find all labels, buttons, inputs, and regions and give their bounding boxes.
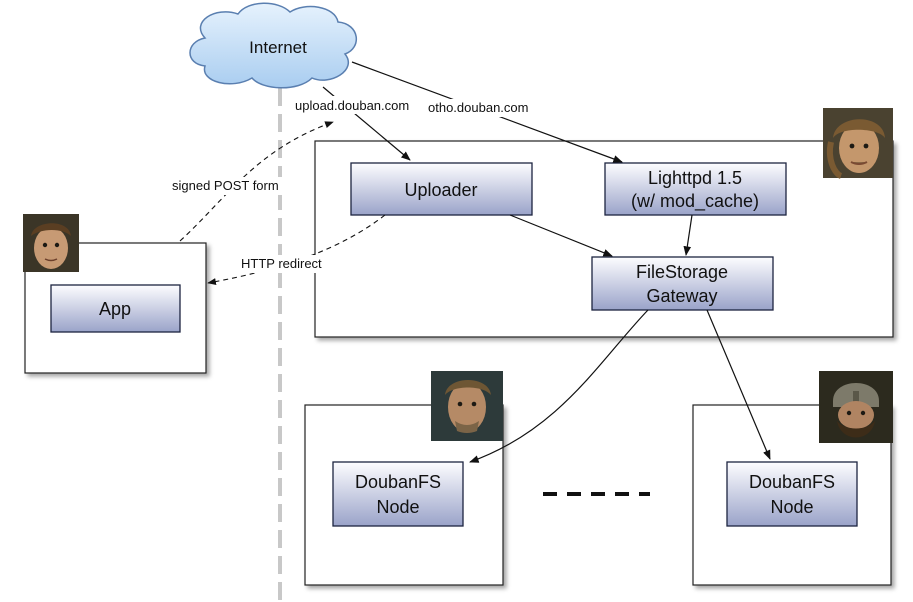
avatar-photo-icon (819, 371, 893, 443)
avatar-photo-icon (431, 371, 503, 441)
internet-label: Internet (249, 38, 307, 57)
avatar-photo-icon (823, 108, 893, 179)
fs-node-left: DoubanFS Node (332, 461, 464, 527)
lighttpd-label-line1: Lighttpd 1.5 (648, 168, 742, 188)
edge-redirect-to-app (207, 214, 386, 286)
edge-label-otho-host: otho.douban.com (428, 100, 528, 115)
fs-node-left-label-line2: Node (376, 497, 419, 517)
uploader-label: Uploader (404, 180, 477, 200)
edge-uploader-to-gateway (509, 214, 613, 257)
edge-app-signed-post (179, 121, 334, 242)
gateway-node: FileStorage Gateway (591, 256, 774, 311)
app-node: App (50, 284, 181, 333)
fs-node-right-label-line2: Node (770, 497, 813, 517)
edge-label-upload-host: upload.douban.com (295, 98, 409, 113)
avatar-photo-icon (23, 214, 79, 272)
edge-lighttpd-to-gateway (683, 214, 693, 256)
internet-cloud: Internet (189, 2, 358, 89)
gateway-label-line2: Gateway (646, 286, 717, 306)
fs-node-left-label-line1: DoubanFS (355, 472, 441, 492)
fs-node-right-label-line1: DoubanFS (749, 472, 835, 492)
edge-gateway-to-fs-left (469, 309, 649, 463)
lighttpd-label-line2: (w/ mod_cache) (631, 191, 759, 212)
edge-gateway-to-fs-right (706, 309, 771, 460)
edge-label-signed-form: signed POST form (172, 178, 279, 193)
app-label: App (99, 299, 131, 319)
uploader-node: Uploader (350, 162, 533, 216)
gateway-label-line1: FileStorage (636, 262, 728, 282)
edge-label-redirect: HTTP redirect (241, 256, 322, 271)
lighttpd-node: Lighttpd 1.5 (w/ mod_cache) (604, 162, 787, 216)
fs-node-right: DoubanFS Node (726, 461, 858, 527)
